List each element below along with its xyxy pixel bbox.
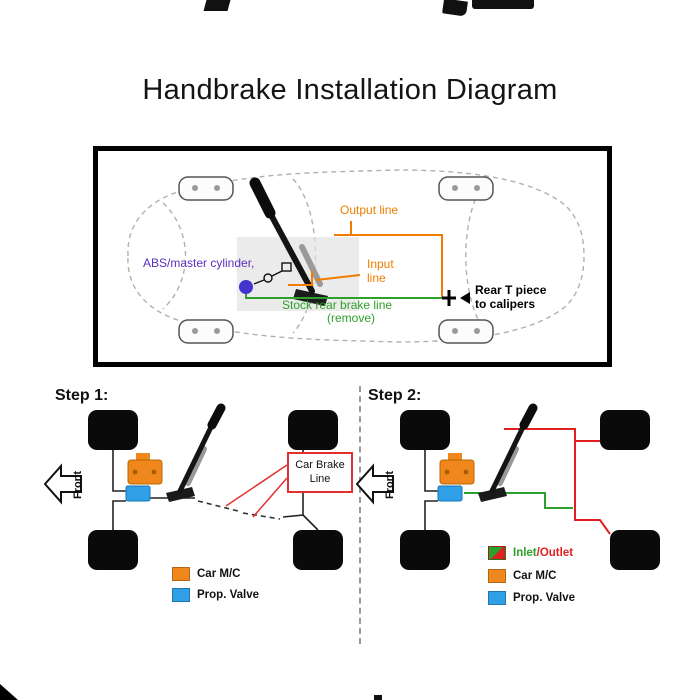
cropped-artifact [374, 695, 382, 700]
step-divider [359, 386, 361, 644]
abs-connection-dot [239, 280, 253, 294]
legend-row-inlet-outlet: Inlet/Outlet [488, 545, 573, 561]
wheel-rear-lower [610, 530, 660, 570]
cropped-artifact [0, 684, 18, 700]
handbrake-lever [166, 403, 226, 502]
stock-rear-brake-line-label-1: Stock rear brake line [282, 298, 393, 312]
tire-rear-left [438, 176, 494, 201]
brake-fitting-sketch [253, 262, 292, 285]
inlet-outlet-swatch [488, 546, 506, 560]
legend-row-prop-valve: Prop. Valve [488, 590, 575, 606]
step1-heading: Step 1: [55, 387, 109, 404]
tire-rear-right [438, 319, 494, 344]
step2-heading: Step 2: [368, 387, 422, 404]
brake-lines [424, 450, 440, 530]
front-arrow-icon [355, 463, 394, 505]
step1-front-label: Front [72, 470, 85, 500]
step1-diagram [43, 403, 343, 570]
rear-t-piece-label-1: Rear T piece [475, 283, 547, 297]
output-line-label: Output line [340, 203, 399, 217]
output-input-lines [288, 221, 443, 298]
cropped-artifact [203, 0, 231, 11]
car-mc-swatch [488, 569, 506, 583]
tire-front-right [178, 319, 234, 344]
handbrake-lever [478, 403, 538, 502]
abs-master-cylinder-label: ABS/master cylinder, [143, 256, 255, 270]
wheel-front-lower [400, 530, 450, 570]
outlet-line-path [504, 428, 611, 535]
cropped-artifact [472, 0, 534, 9]
handbrake-lever [249, 177, 328, 306]
stock-rear-brake-line-label-2: (remove) [327, 311, 376, 325]
wheel-front-upper [400, 410, 450, 450]
page-title: Handbrake Installation Diagram [142, 74, 558, 106]
input-label-leader [315, 274, 361, 281]
tires [178, 176, 494, 344]
wheel-front-upper [88, 410, 138, 450]
tire-bolts [192, 185, 480, 334]
tire-front-left [178, 176, 234, 201]
prop-valve-swatch [172, 588, 190, 602]
step2-front-label: Front [384, 470, 397, 500]
rear-t-piece [442, 290, 456, 306]
step2-diagram [355, 403, 660, 570]
input-line-path [288, 271, 313, 286]
wheel-rear-upper [600, 410, 650, 450]
car-top-view-diagram [127, 169, 585, 344]
car-brake-line-text: Car Brake Line [295, 458, 345, 485]
wheel-rear-lower [293, 530, 343, 570]
callout-pointer-lines [225, 464, 288, 518]
front-arrow-icon [43, 463, 82, 505]
input-line-label-2: line [367, 271, 386, 285]
wheels [400, 410, 660, 570]
installation-diagram-frame [93, 146, 612, 367]
car-mc-component [439, 453, 475, 485]
stock-rear-brake-line-path [245, 294, 443, 299]
legend-row-prop-valve: Prop. Valve [172, 587, 259, 603]
input-line-label-1: Input [367, 257, 394, 271]
legend-row-car-mc: Car M/C [172, 566, 240, 582]
wheels [88, 410, 343, 570]
inlet-outlet-label: Inlet/Outlet [513, 547, 574, 559]
rear-t-piece-label-2: to calipers [475, 297, 536, 311]
prop-valve-component [125, 485, 151, 502]
wheel-rear-upper [288, 410, 338, 450]
left-arrow-icon [460, 292, 470, 304]
car-brake-line-callout: Car Brake Line [287, 452, 353, 493]
cropped-artifact [442, 0, 468, 17]
prop-valve-swatch [488, 591, 506, 605]
prop-valve-component [437, 485, 463, 502]
car-mc-component [127, 453, 163, 485]
car-mc-swatch [172, 567, 190, 581]
wheel-front-lower [88, 530, 138, 570]
stock-line-dashed [197, 500, 281, 520]
legend-row-car-mc: Car M/C [488, 568, 556, 584]
output-line-path [334, 234, 443, 298]
